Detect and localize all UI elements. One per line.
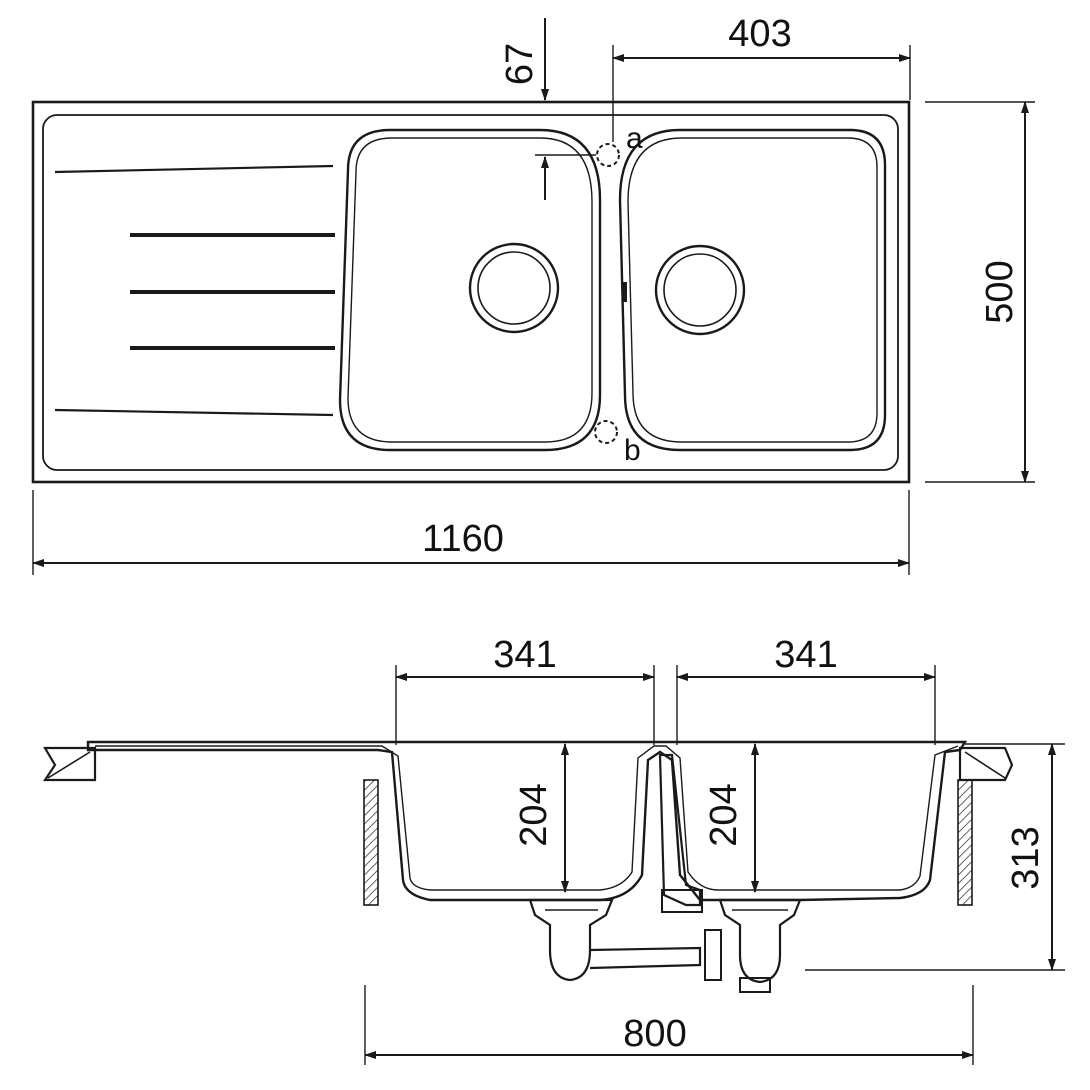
dim-total-height: 313 <box>805 743 1065 971</box>
svg-text:341: 341 <box>774 634 837 676</box>
dim-overall-depth: 500 <box>925 101 1035 483</box>
overflow-pipe <box>658 753 703 913</box>
svg-text:204: 204 <box>513 783 555 846</box>
overflow-slot <box>622 282 627 302</box>
dim-right-bowl-depth: 204 <box>703 743 759 893</box>
tap-hole-b-label: b <box>624 434 641 467</box>
svg-text:313: 313 <box>1005 826 1047 889</box>
dim-left-bowl-width: 341 <box>395 634 655 745</box>
sink-outer-rim <box>31 100 911 484</box>
svg-text:500: 500 <box>979 260 1021 323</box>
dim-cabinet-width: 800 <box>364 985 974 1065</box>
dim-overall-width: 1160 <box>32 490 910 575</box>
right-drain <box>654 244 746 336</box>
drainer-grooves <box>54 164 335 417</box>
countertop-left <box>42 746 97 782</box>
svg-text:341: 341 <box>493 634 556 676</box>
tap-hole-b-icon <box>594 420 618 444</box>
dim-tap-offset: 67 <box>499 18 596 200</box>
section-view: 341 341 204 204 313 <box>42 634 1065 1065</box>
svg-text:1160: 1160 <box>422 518 504 560</box>
sink-inner-rim <box>42 114 899 471</box>
dim-left-bowl-depth: 204 <box>513 743 569 893</box>
svg-text:204: 204 <box>703 783 745 846</box>
cabinet-wall-right <box>957 779 973 906</box>
right-bowl <box>618 128 887 452</box>
left-bowl <box>338 128 602 452</box>
cabinet-wall-left <box>363 779 379 906</box>
dim-right-bowl-width: 341 <box>676 634 936 745</box>
sink-profile <box>86 740 968 902</box>
svg-text:67: 67 <box>499 43 541 85</box>
tap-hole-a-label: a <box>626 122 643 155</box>
dim-tap-spacing: 403 <box>612 13 911 142</box>
countertop-right <box>958 746 1014 782</box>
top-view: a b 67 403 500 1160 <box>31 13 1035 575</box>
left-drain <box>468 242 560 334</box>
tap-hole-a-icon <box>596 143 620 167</box>
right-drain-assembly <box>704 898 802 993</box>
left-drain-assembly <box>528 898 702 982</box>
svg-text:403: 403 <box>728 13 791 55</box>
svg-text:800: 800 <box>623 1013 686 1055</box>
